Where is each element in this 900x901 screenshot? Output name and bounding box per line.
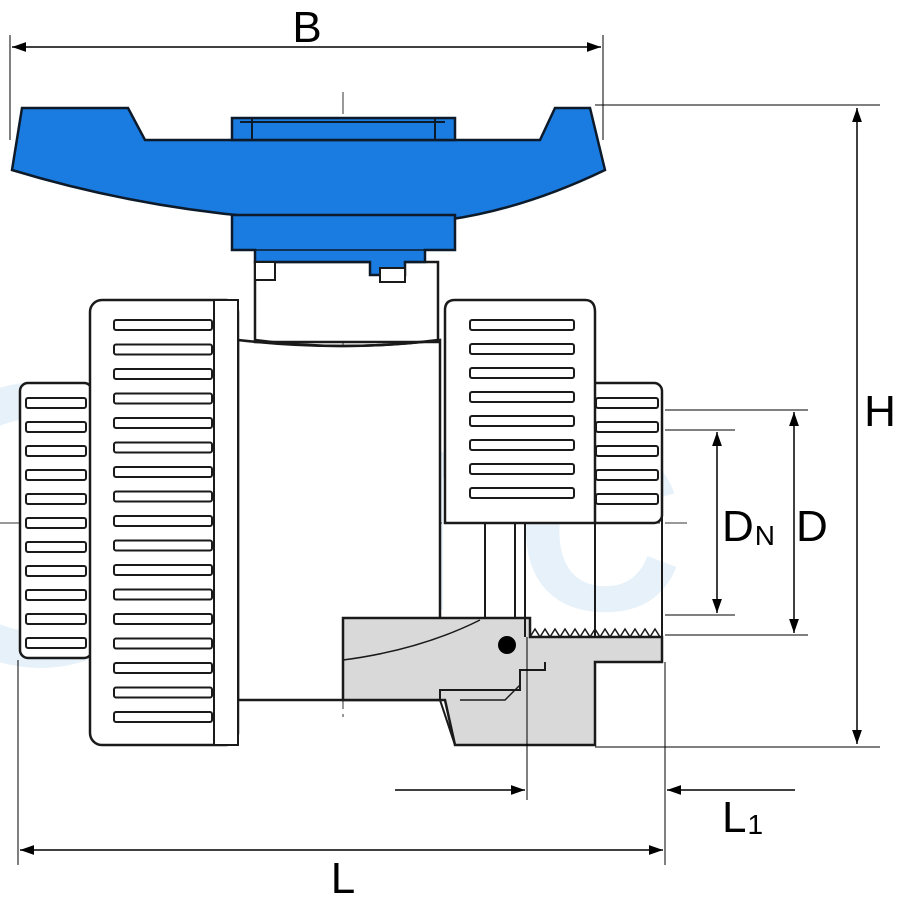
grip-rib [25,517,87,529]
grip-rib [25,445,87,457]
grip-rib [113,564,213,576]
section-cut [341,390,664,747]
grip-rib [469,367,575,379]
grip-rib [113,441,213,454]
o-ring-icon [498,636,516,654]
dimension-l: L [17,660,663,901]
dimension-dn-label: DN [722,502,775,551]
dimension-b-label: B [292,3,321,52]
grip-rib [469,415,575,427]
grip-rib [113,515,213,527]
grip-rib [25,421,87,433]
dimension-dn: DN [665,429,775,616]
grip-rib [113,392,213,405]
grip-rib [25,469,87,481]
grip-rib [113,490,213,503]
dimension-h: H [595,104,896,748]
grip-rib [113,686,213,699]
grip-rib [25,589,87,601]
grip-rib [25,493,87,505]
grip-rib [113,466,213,478]
grip-rib [469,487,575,499]
grip-rib [469,319,575,331]
dimension-b: B [9,3,604,140]
grip-rib [469,463,575,475]
dimension-l-label: L [331,854,355,901]
grip-rib [25,541,87,553]
dimension-d-label: D [796,502,828,551]
grip-rib [25,565,87,577]
grip-rib [113,343,213,356]
right-end-connector [586,381,664,525]
left-union-nut [88,298,240,747]
dimension-d: D [665,409,828,636]
grip-rib [25,637,87,649]
grip-rib [113,588,213,601]
grip-rib [113,368,213,380]
right-union-nut [443,298,597,525]
dimension-h-label: H [864,387,896,436]
grip-rib [113,613,213,625]
grip-rib [25,397,87,409]
grip-rib [469,343,575,355]
left-end-connector [18,381,94,660]
grip-rib [113,711,213,723]
grip-rib [113,417,213,429]
dimension-l1-label: L1 [722,793,763,842]
grip-rib [113,539,213,552]
grip-rib [469,391,575,403]
grip-rib [113,662,213,674]
grip-rib [113,319,213,331]
grip-rib [113,637,213,650]
grip-rib [469,439,575,451]
valve-handle [10,106,607,283]
dimension-l1: L1 [395,637,795,865]
grip-rib [25,613,87,625]
valve-body [236,260,442,702]
